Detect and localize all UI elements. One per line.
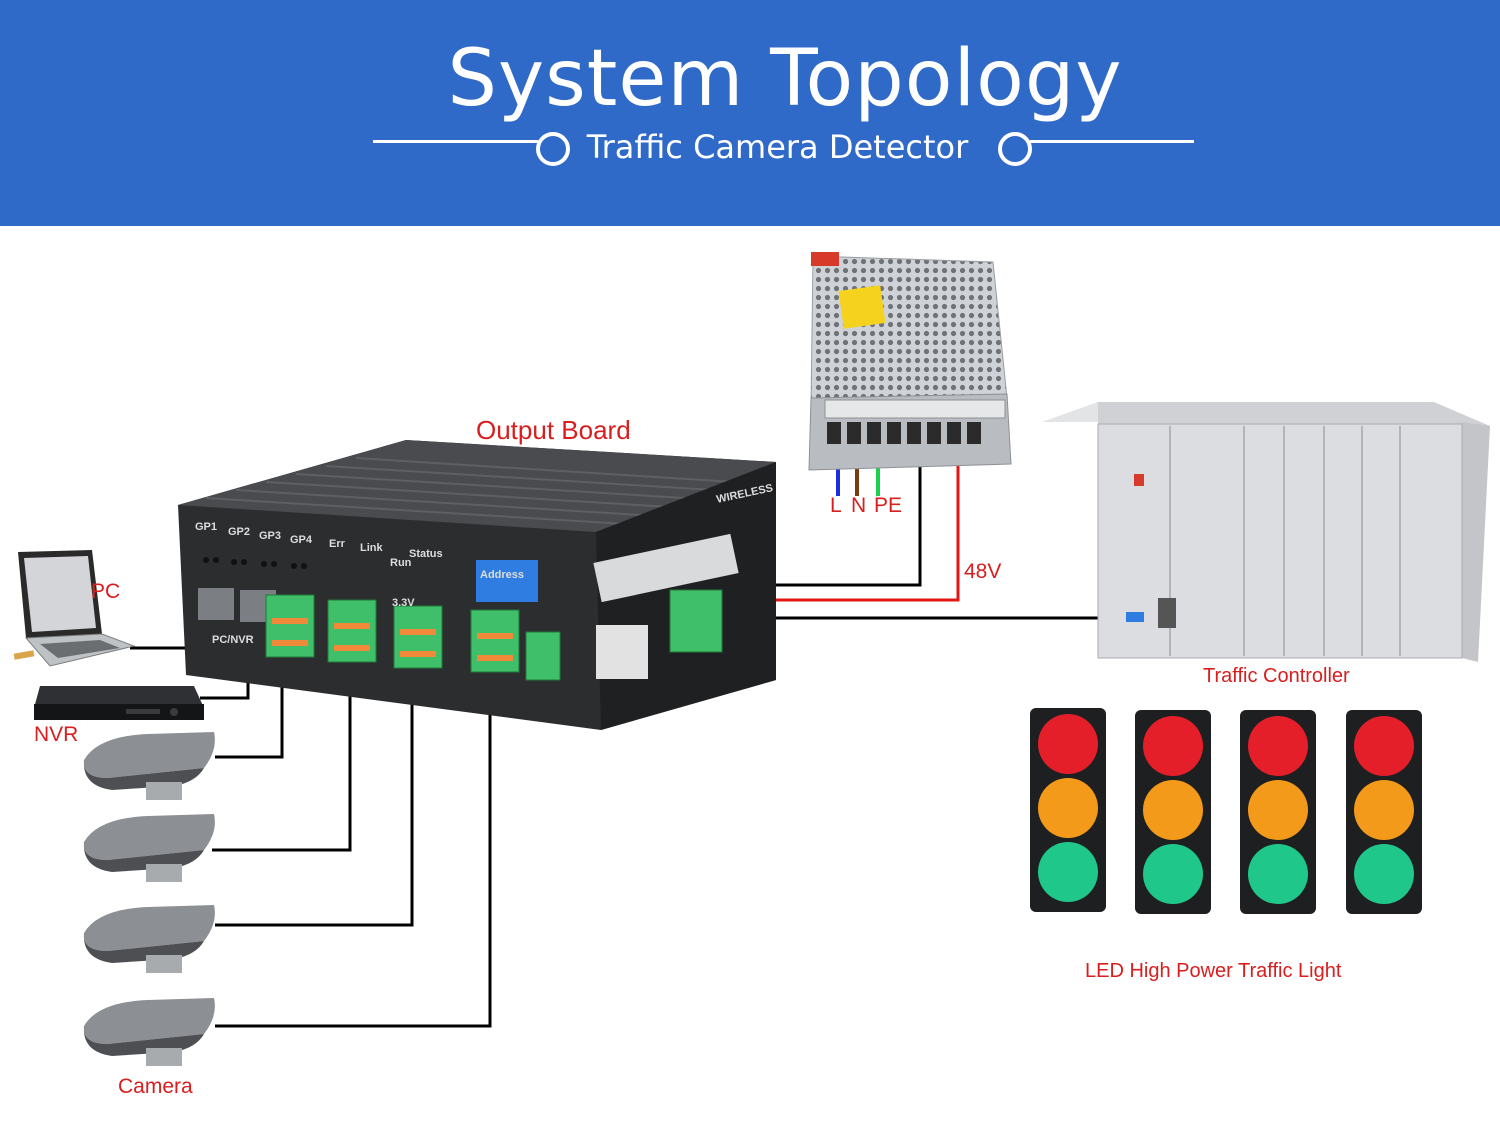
subtitle-divider-left [373, 140, 538, 143]
terminal-l-label: L [830, 494, 842, 517]
power-supply-icon [808, 252, 1012, 471]
subtitle-ring-right [998, 132, 1032, 166]
board-label-err: Err [329, 538, 345, 550]
output-board-icon [178, 440, 776, 730]
traffic-light-icon-3 [1240, 710, 1316, 914]
subtitle-divider-right [1030, 140, 1194, 143]
terminal-pe-label: PE [874, 494, 903, 517]
laptop-icon [13, 550, 135, 667]
header-banner [0, 0, 1500, 226]
nvr-icon [34, 686, 204, 720]
traffic-light-icon-1 [1030, 708, 1106, 912]
board-label-status: Status [409, 548, 443, 560]
board-label-address: Address [480, 569, 525, 581]
board-label-gp1: GP1 [195, 521, 218, 533]
camera-icon-4 [83, 998, 215, 1066]
camera-icon-2 [83, 814, 215, 882]
board-label-link: Link [360, 542, 383, 554]
terminal-n-label: N [851, 494, 867, 517]
output-board-label: Output Board [476, 415, 631, 445]
camera-icon-3 [83, 905, 215, 973]
traffic-light-icon-4 [1346, 710, 1422, 914]
board-label-gp2: GP2 [228, 526, 251, 538]
camera-label: Camera [118, 1075, 193, 1098]
wire-camera-3 [215, 664, 414, 927]
wire-camera-4 [215, 666, 492, 1028]
wire-48v [758, 440, 960, 602]
board-label-run: Run [390, 557, 412, 569]
page-subtitle: Traffic Camera Detector [586, 128, 969, 166]
page-title: System Topology [447, 34, 1123, 124]
wire-psu-negative [760, 440, 922, 587]
nvr-label: NVR [34, 723, 79, 746]
board-label-pc-nvr: PC/NVR [212, 634, 254, 646]
traffic-light-label: LED High Power Traffic Light [1085, 960, 1342, 982]
pc-label: PC [91, 580, 121, 603]
wire-camera-2 [212, 662, 352, 852]
subtitle-ring-left [536, 132, 570, 166]
traffic-light-icon-2 [1135, 710, 1211, 914]
board-label-gp4: GP4 [290, 534, 313, 546]
voltage-label: 48V [964, 560, 1002, 583]
camera-icon-1 [83, 732, 215, 800]
wire-camera-1 [215, 660, 284, 759]
board-label-3v3: 3.3V [392, 597, 415, 609]
traffic-controller-label: Traffic Controller [1203, 665, 1350, 687]
board-label-gp3: GP3 [259, 530, 282, 542]
traffic-controller-icon [1042, 402, 1490, 662]
